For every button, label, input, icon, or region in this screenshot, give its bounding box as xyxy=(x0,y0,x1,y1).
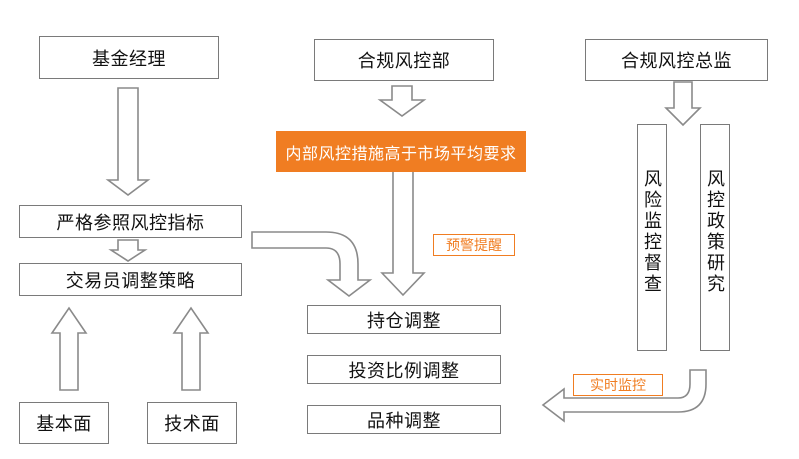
investment-ratio-label: 投资比例调整 xyxy=(348,360,460,381)
warning-tag-label: 预警提醒 xyxy=(446,237,502,253)
variety-adjust-box: 品种调整 xyxy=(307,405,501,434)
arrow-technical-up xyxy=(172,306,210,391)
fundamental-label: 基本面 xyxy=(36,414,92,434)
investment-ratio-box: 投资比例调整 xyxy=(307,355,501,384)
arrow-dept-down xyxy=(377,85,427,117)
warning-tag: 预警提醒 xyxy=(433,234,515,256)
arrow-curve-to-position xyxy=(251,231,373,298)
risk-supervision-box: 风险监控督查 xyxy=(637,124,667,351)
risk-supervision-label: 风险监控督查 xyxy=(642,169,662,295)
internal-measures-label: 内部风控措施高于市场平均要求 xyxy=(285,145,517,163)
arrow-director-down xyxy=(664,81,702,127)
arrow-measures-down xyxy=(380,157,426,297)
position-adjust-label: 持仓调整 xyxy=(367,310,441,331)
arrow-strategy-down xyxy=(108,239,148,262)
compliance-dept-label: 合规风控部 xyxy=(357,51,451,71)
arrow-fundamental-up xyxy=(50,306,88,391)
technical-box: 技术面 xyxy=(147,402,237,444)
trader-strategy-box: 交易员调整策略 xyxy=(19,263,242,296)
arrow-manager-down xyxy=(105,87,151,196)
fund-manager-label: 基金经理 xyxy=(92,48,166,69)
internal-measures-box: 内部风控措施高于市场平均要求 xyxy=(276,131,526,172)
position-adjust-box: 持仓调整 xyxy=(307,305,501,334)
realtime-tag: 实时监控 xyxy=(573,374,663,396)
policy-research-box: 风控政策研究 xyxy=(700,124,730,351)
compliance-director-box: 合规风控总监 xyxy=(585,39,768,81)
variety-adjust-label: 品种调整 xyxy=(367,410,441,431)
compliance-director-label: 合规风控总监 xyxy=(621,51,732,71)
trader-strategy-label: 交易员调整策略 xyxy=(65,270,196,291)
policy-research-label: 风控政策研究 xyxy=(705,169,725,295)
technical-label: 技术面 xyxy=(164,414,220,434)
strict-reference-label: 严格参照风控指标 xyxy=(56,212,205,233)
fundamental-box: 基本面 xyxy=(19,402,109,444)
compliance-dept-box: 合规风控部 xyxy=(314,39,494,81)
fund-manager-box: 基金经理 xyxy=(39,36,219,79)
strict-reference-box: 严格参照风控指标 xyxy=(19,205,242,238)
arrow-realtime-curve xyxy=(541,369,707,423)
realtime-tag-label: 实时监控 xyxy=(590,377,646,393)
